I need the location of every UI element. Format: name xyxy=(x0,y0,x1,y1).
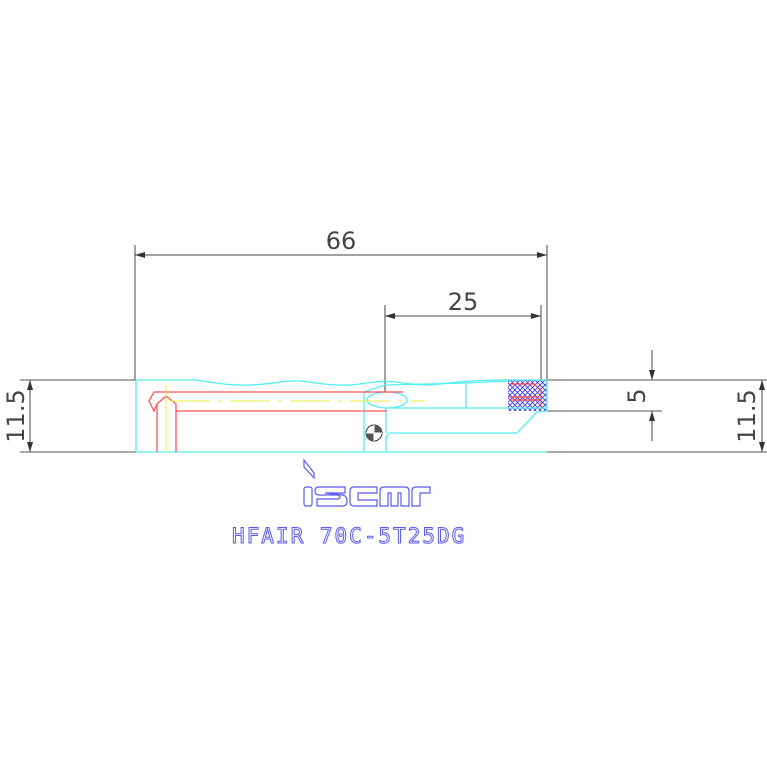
center-of-gravity-icon xyxy=(365,424,383,442)
centerlines xyxy=(165,385,425,452)
dimension-height-left-label: 11.5 xyxy=(2,389,30,442)
reference-lines xyxy=(20,379,767,453)
dimension-5-label: 5 xyxy=(623,388,651,403)
dimension-25 xyxy=(384,305,542,392)
dimension-66-label: 66 xyxy=(326,227,357,255)
iscar-logo xyxy=(303,458,431,507)
part-number-label: HFAIR 70C-5T25DG xyxy=(232,524,466,548)
coolant-channel xyxy=(148,391,403,452)
dimension-66 xyxy=(134,245,548,380)
tool-body-outline xyxy=(135,379,548,453)
dimension-height-right-label: 11.5 xyxy=(733,389,761,442)
dimension-25-label: 25 xyxy=(448,288,479,316)
insert-section-lines xyxy=(509,383,542,410)
